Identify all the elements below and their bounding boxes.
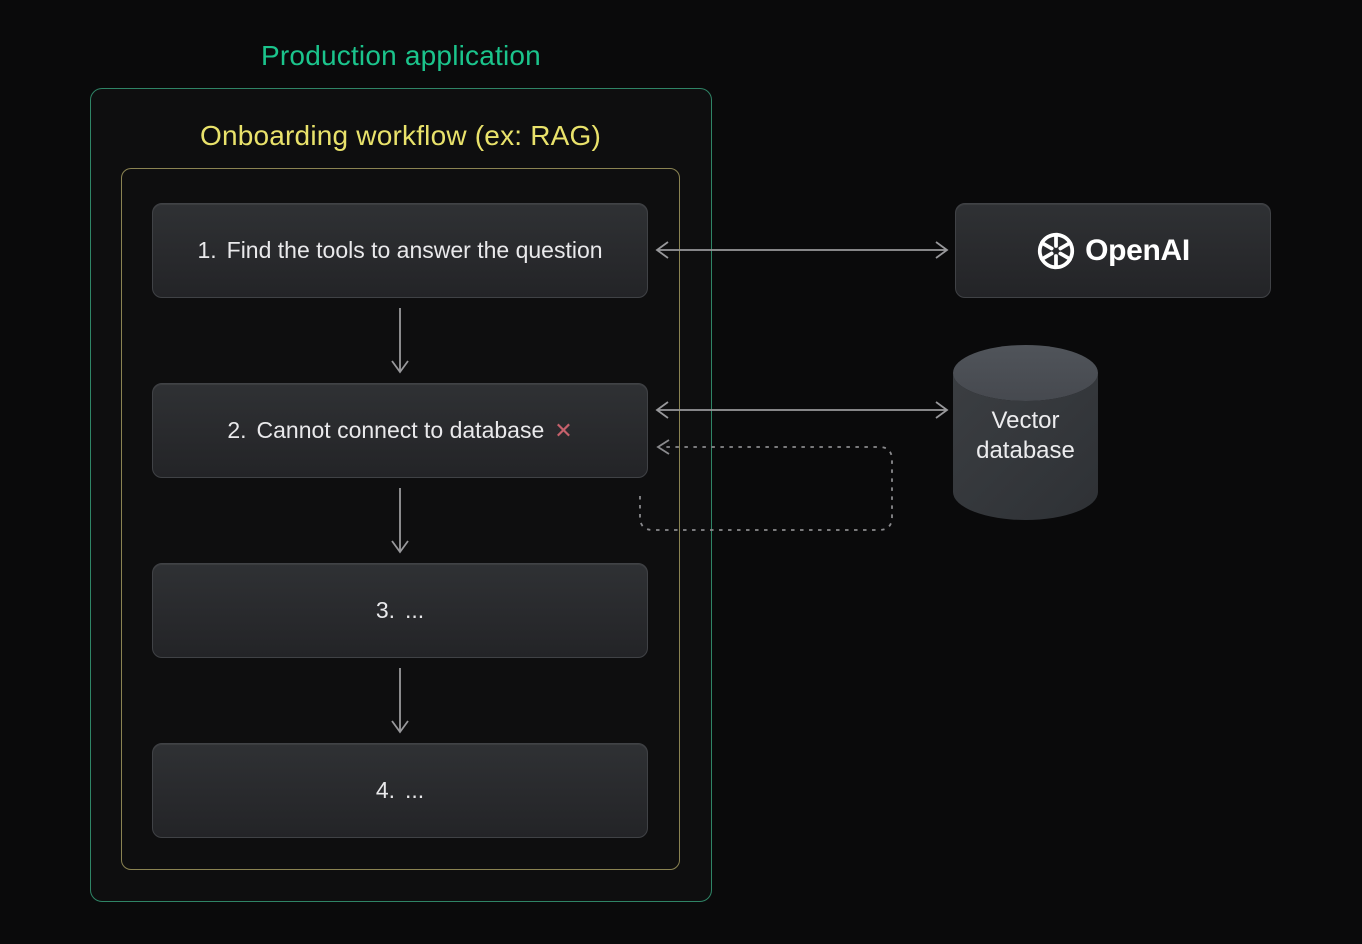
step-node-3: 3. ... <box>152 563 648 658</box>
step-label: ... <box>405 777 425 803</box>
production-title: Production application <box>261 40 541 71</box>
openai-node: OpenAI <box>955 203 1271 298</box>
vector-database-label: Vector database <box>953 406 1098 466</box>
step-number: 1. <box>197 237 217 263</box>
step-number: 4. <box>375 777 395 803</box>
openai-label: OpenAI <box>1085 233 1190 267</box>
error-x-icon: ✕ <box>554 417 573 443</box>
step-node-4: 4. ... <box>152 743 648 838</box>
vector-database-cylinder-icon <box>953 345 1098 520</box>
step-number: 3. <box>375 597 395 623</box>
openai-logo-icon <box>1036 231 1076 271</box>
workflow-title: Onboarding workflow (ex: RAG) <box>199 120 602 151</box>
step-label: Cannot connect to database <box>256 417 545 443</box>
step-label: ... <box>405 597 425 623</box>
step-node-1: 1. Find the tools to answer the question <box>152 203 648 298</box>
vector-database-label-line2: database <box>976 437 1075 464</box>
step-label: Find the tools to answer the question <box>226 237 603 263</box>
vector-database-label-line1: Vector <box>991 407 1060 434</box>
step-node-2: 2. Cannot connect to database ✕ <box>152 383 648 478</box>
step-number: 2. <box>227 417 247 443</box>
